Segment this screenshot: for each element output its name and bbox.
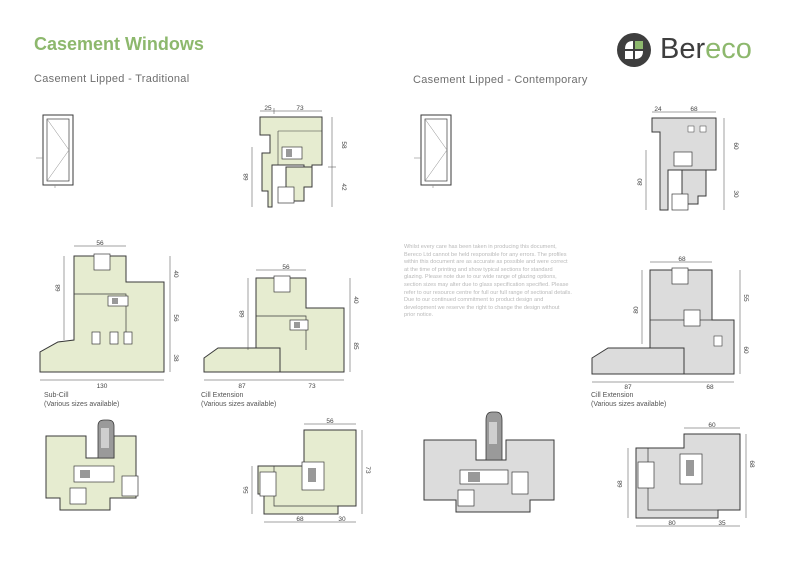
contemporary-bottom-dim-left: 68 — [617, 480, 624, 488]
contemporary-plan-section-handle — [423, 411, 555, 513]
sub-cill-caption-title: Sub-Cill — [44, 392, 69, 399]
contemporary-bottom-dim-right-upper: 68 — [748, 460, 755, 468]
contemporary-top-dim-5: 30 — [732, 190, 739, 198]
traditional-bottom-right-section: 56 73 56 68 30 — [243, 418, 371, 523]
cill-ext-dim-height: 68 — [239, 310, 246, 318]
brand-wordmark: Bereco — [660, 32, 752, 66]
contemporary-bottom-dim-base-right: 35 — [718, 520, 726, 527]
contemporary-bottom-right-section: 60 68 68 80 35 — [617, 422, 755, 527]
trad-bottom-dim-top: 56 — [326, 418, 334, 425]
traditional-top-dim-1: 25 — [264, 105, 272, 112]
sub-cill-caption: Sub-Cill (Various sizes available) — [44, 392, 119, 409]
traditional-plan-section-handle — [45, 419, 139, 511]
contemporary-sub-dim-upper: 55 — [742, 294, 749, 302]
contemporary-top-dim-1: 24 — [654, 106, 662, 113]
brand-name-part2: eco — [705, 33, 752, 65]
bereco-logo-icon — [617, 33, 651, 67]
contemporary-bottom-dim-top: 60 — [708, 422, 716, 429]
contemporary-sub-dim-height: 80 — [633, 306, 640, 314]
contemporary-top-section: 24 68 60 80 30 — [637, 106, 739, 211]
trad-bottom-dim-base-left: 68 — [296, 516, 304, 523]
traditional-window-elevation — [36, 114, 74, 188]
brand-logo: Bereco — [616, 30, 776, 70]
sub-cill-dim-upper: 40 — [172, 270, 179, 278]
traditional-section-title: Casement Lipped - Traditional — [34, 73, 190, 85]
contemporary-top-dim-2: 68 — [690, 106, 698, 113]
contemporary-cill-extension-caption: Cill Extension (Various sizes available) — [591, 392, 666, 409]
cill-ext-dim-right: 73 — [308, 383, 316, 390]
traditional-top-dim-5: 42 — [340, 183, 347, 191]
cill-extension-caption-title: Cill Extension — [201, 392, 244, 399]
contemporary-cill-extension-caption-title: Cill Extension — [591, 392, 634, 399]
contemporary-sub-dim-width: 68 — [678, 256, 686, 263]
traditional-top-dim-4: 68 — [243, 173, 250, 181]
trad-bottom-dim-right: 73 — [364, 466, 371, 474]
contemporary-top-dim-3: 60 — [732, 142, 739, 150]
traditional-top-dim-3: 58 — [340, 141, 347, 149]
contemporary-top-dim-4: 80 — [637, 178, 644, 186]
sub-cill-dim-lower: 38 — [172, 354, 179, 362]
cill-ext-dim-width: 56 — [282, 264, 290, 271]
contemporary-section-title: Casement Lipped - Contemporary — [413, 74, 588, 86]
trad-bottom-dim-base-right: 30 — [338, 516, 346, 523]
disclaimer-text: Whilst every care has been taken in prod… — [404, 244, 572, 319]
contemporary-sub-dim-lower: 60 — [742, 346, 749, 354]
sub-cill-dim-height: 68 — [55, 284, 62, 292]
traditional-cill-extension-section: 56 68 40 85 87 73 — [203, 264, 359, 390]
cill-ext-dim-left: 87 — [238, 383, 246, 390]
traditional-top-dim-2: 73 — [296, 105, 304, 112]
cill-extension-caption-note: (Various sizes available) — [201, 400, 277, 408]
contemporary-window-elevation — [414, 114, 452, 188]
contemporary-cill-dim-right: 68 — [706, 384, 714, 391]
page-title: Casement Windows — [34, 34, 204, 54]
contemporary-cill-extension-section: 68 80 55 60 87 68 — [591, 256, 749, 391]
sub-cill-caption-note: (Various sizes available) — [44, 400, 120, 408]
traditional-top-section: 25 73 58 68 42 — [243, 105, 347, 208]
contemporary-cill-dim-left: 87 — [624, 384, 632, 391]
trad-bottom-dim-left: 56 — [243, 486, 250, 494]
cill-ext-dim-upper: 40 — [352, 296, 359, 304]
sub-cill-dim-mid: 56 — [172, 314, 179, 322]
cill-ext-dim-lower: 85 — [352, 342, 359, 350]
sub-cill-dim-depth: 130 — [97, 383, 108, 390]
traditional-sub-cill-section: 56 68 40 56 38 130 — [39, 240, 179, 390]
contemporary-cill-extension-caption-note: (Various sizes available) — [591, 400, 667, 408]
cill-extension-caption: Cill Extension (Various sizes available) — [201, 392, 276, 409]
sub-cill-dim-width: 56 — [96, 240, 104, 247]
brand-name-part1: Ber — [660, 33, 706, 65]
contemporary-bottom-dim-base-left: 80 — [668, 520, 676, 527]
